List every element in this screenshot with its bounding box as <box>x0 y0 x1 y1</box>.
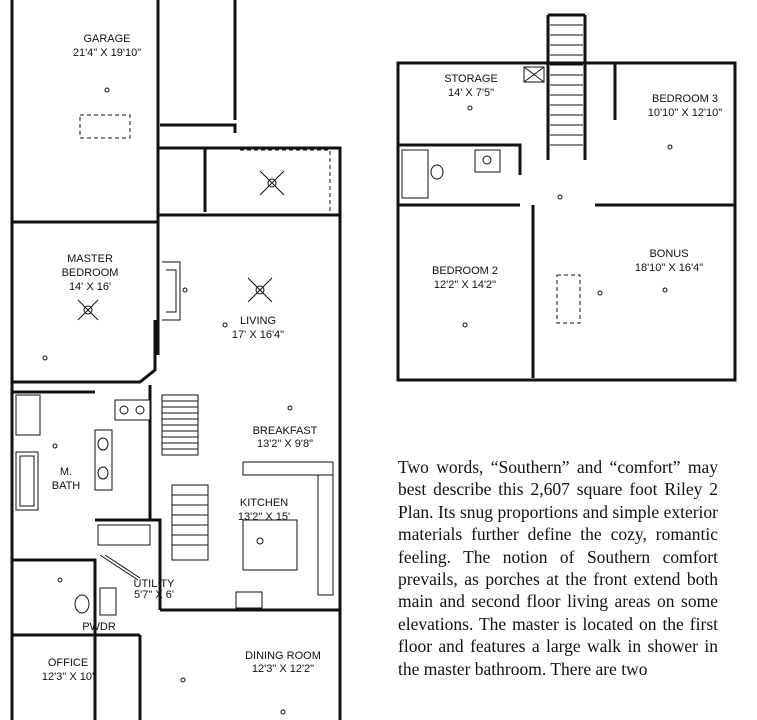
second-floor-plan <box>396 13 737 382</box>
room-labels: GARAGE 21'4" X 19'10" MASTER BEDROOM 14'… <box>42 33 722 683</box>
room-size-office: 12'3" X 10' <box>42 671 94 683</box>
room-size-bedroom-2: 12'2" X 14'2" <box>434 279 496 291</box>
light-fixture-icons <box>42 87 293 715</box>
room-size-master-bedroom: 14' X 16' <box>69 281 111 293</box>
room-name-m-bath-line1: M. <box>60 466 72 478</box>
room-name-bedroom-2: BEDROOM 2 <box>432 265 498 277</box>
room-name-pwdr: PWDR <box>82 621 116 633</box>
room-size-living: 17' X 16'4" <box>232 329 284 341</box>
first-floor-plan <box>10 0 342 720</box>
room-size-storage: 14' X 7'5" <box>448 87 494 99</box>
room-size-dining-room: 12'3" X 12'2" <box>252 663 314 675</box>
room-size-utility: 5'7" X 6' <box>134 589 174 601</box>
room-size-garage: 21'4" X 19'10" <box>73 47 141 59</box>
room-name-bedroom-3: BEDROOM 3 <box>652 93 718 105</box>
plan-description: Two words, “Southern” and “comfort” may … <box>398 457 718 679</box>
room-name-m-bath-line2: BATH <box>52 480 81 492</box>
room-size-bonus: 18'10" X 16'4" <box>635 262 703 274</box>
room-size-kitchen: 13'2" X 15' <box>238 511 290 523</box>
ceiling-fan-icon <box>77 170 285 321</box>
room-size-breakfast: 13'2" X 9'8" <box>257 438 313 450</box>
first-floor-stairs <box>162 394 209 561</box>
room-name-bonus: BONUS <box>649 248 688 260</box>
room-name-office: OFFICE <box>48 657 88 669</box>
second-floor-stairs <box>550 24 583 146</box>
room-size-bedroom-3: 10'10" X 12'10" <box>648 107 722 119</box>
room-name-garage: GARAGE <box>83 33 130 45</box>
room-name-utility: UTILITY <box>134 578 176 590</box>
room-name-storage: STORAGE <box>444 73 498 85</box>
second-floor-light-icons <box>462 105 673 328</box>
room-name-dining-room: DINING ROOM <box>245 650 321 662</box>
room-name-living: LIVING <box>240 315 276 327</box>
room-name-breakfast: BREAKFAST <box>253 425 318 437</box>
room-name-master-bedroom-line2: BEDROOM <box>62 267 119 279</box>
room-name-kitchen: KITCHEN <box>240 497 288 509</box>
room-name-master-bedroom-line1: MASTER <box>67 253 113 265</box>
